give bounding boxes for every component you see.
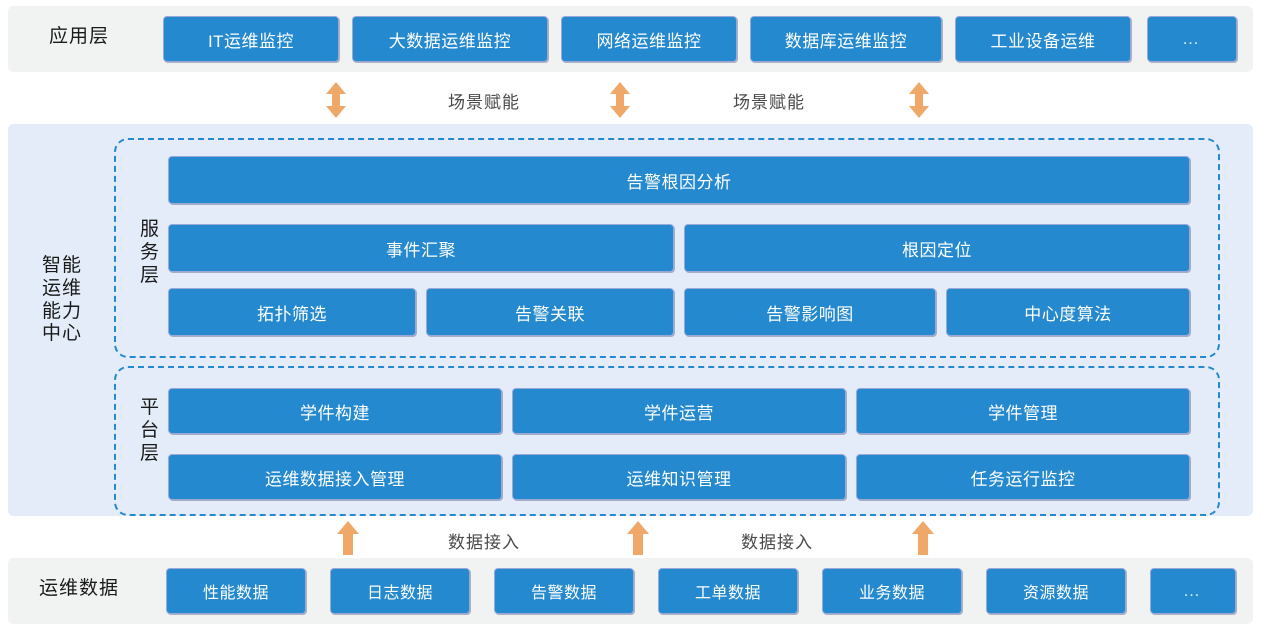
- data-item-alarm-data[interactable]: 告警数据: [494, 568, 634, 614]
- service-box-topology-filtering[interactable]: 拓扑筛选: [168, 288, 416, 336]
- bottom-connectors: 数据接入 数据接入: [0, 516, 1263, 560]
- platform-box-task-run-monitoring[interactable]: 任务运行监控: [856, 454, 1190, 500]
- app-item-bigdata-ops-monitoring[interactable]: 大数据运维监控: [352, 16, 548, 62]
- service-layer-group: [114, 138, 1220, 358]
- double-arrow-vertical-icon: [906, 80, 932, 125]
- top-connector-label-2: 场景赋能: [733, 93, 805, 112]
- app-item-industrial-equipment-ops[interactable]: 工业设备运维: [955, 16, 1131, 62]
- capability-center-label-line-4: 中心: [41, 323, 82, 345]
- service-box-alarm-root-cause-analysis[interactable]: 告警根因分析: [168, 156, 1190, 204]
- service-box-root-cause-location[interactable]: 根因定位: [684, 224, 1190, 272]
- application-layer-label: 应用层: [48, 26, 109, 47]
- platform-layer-label-char-1: 平: [139, 397, 160, 418]
- bottom-connector-label-1: 数据接入: [448, 533, 520, 552]
- service-box-alarm-correlation[interactable]: 告警关联: [426, 288, 674, 336]
- platform-layer-group: [114, 366, 1220, 516]
- app-item-database-ops-monitoring[interactable]: 数据库运维监控: [750, 16, 942, 62]
- double-arrow-vertical-icon: [607, 80, 633, 125]
- up-arrow-icon: [625, 520, 651, 561]
- app-item-it-ops-monitoring[interactable]: IT运维监控: [163, 16, 339, 62]
- top-connector-label-1: 场景赋能: [448, 93, 520, 112]
- service-layer-label-char-1: 服: [139, 219, 160, 240]
- data-item-log-data[interactable]: 日志数据: [330, 568, 470, 614]
- capability-center-label-line-1: 智能: [41, 255, 82, 276]
- service-layer-label: 服 务 层: [133, 218, 167, 288]
- up-arrow-icon: [910, 520, 936, 561]
- top-connectors: 场景赋能 场景赋能: [0, 78, 1263, 122]
- platform-layer-label-char-3: 层: [139, 443, 160, 465]
- data-layer-label: 运维数据: [38, 578, 119, 599]
- platform-box-ops-knowledge-management[interactable]: 运维知识管理: [512, 454, 846, 500]
- platform-layer-label: 平 台 层: [133, 396, 167, 466]
- app-item-more[interactable]: …: [1147, 16, 1237, 62]
- bottom-connector-label-2: 数据接入: [741, 533, 813, 552]
- platform-box-learnware-construction[interactable]: 学件构建: [168, 388, 502, 434]
- service-layer-label-char-2: 务: [139, 242, 160, 264]
- data-item-more[interactable]: …: [1150, 568, 1236, 614]
- data-item-performance-data[interactable]: 性能数据: [166, 568, 306, 614]
- capability-center-label-line-2: 运维: [41, 277, 82, 299]
- platform-box-ops-data-access-management[interactable]: 运维数据接入管理: [168, 454, 502, 500]
- platform-box-learnware-management[interactable]: 学件管理: [856, 388, 1190, 434]
- service-layer-label-char-3: 层: [139, 265, 160, 287]
- double-arrow-vertical-icon: [323, 80, 349, 125]
- app-item-network-ops-monitoring[interactable]: 网络运维监控: [561, 16, 737, 62]
- service-box-centrality-algorithm[interactable]: 中心度算法: [946, 288, 1190, 336]
- data-item-business-data[interactable]: 业务数据: [822, 568, 962, 614]
- platform-layer-label-char-2: 台: [139, 420, 160, 442]
- platform-box-learnware-operation[interactable]: 学件运营: [512, 388, 846, 434]
- up-arrow-icon: [335, 520, 361, 561]
- data-item-resource-data[interactable]: 资源数据: [986, 568, 1126, 614]
- capability-center-label: 智能 运维 能力 中心: [10, 255, 114, 346]
- service-box-event-aggregation[interactable]: 事件汇聚: [168, 224, 674, 272]
- data-item-ticket-data[interactable]: 工单数据: [658, 568, 798, 614]
- service-box-alarm-impact-graph[interactable]: 告警影响图: [684, 288, 936, 336]
- capability-center-label-line-3: 能力: [41, 300, 82, 322]
